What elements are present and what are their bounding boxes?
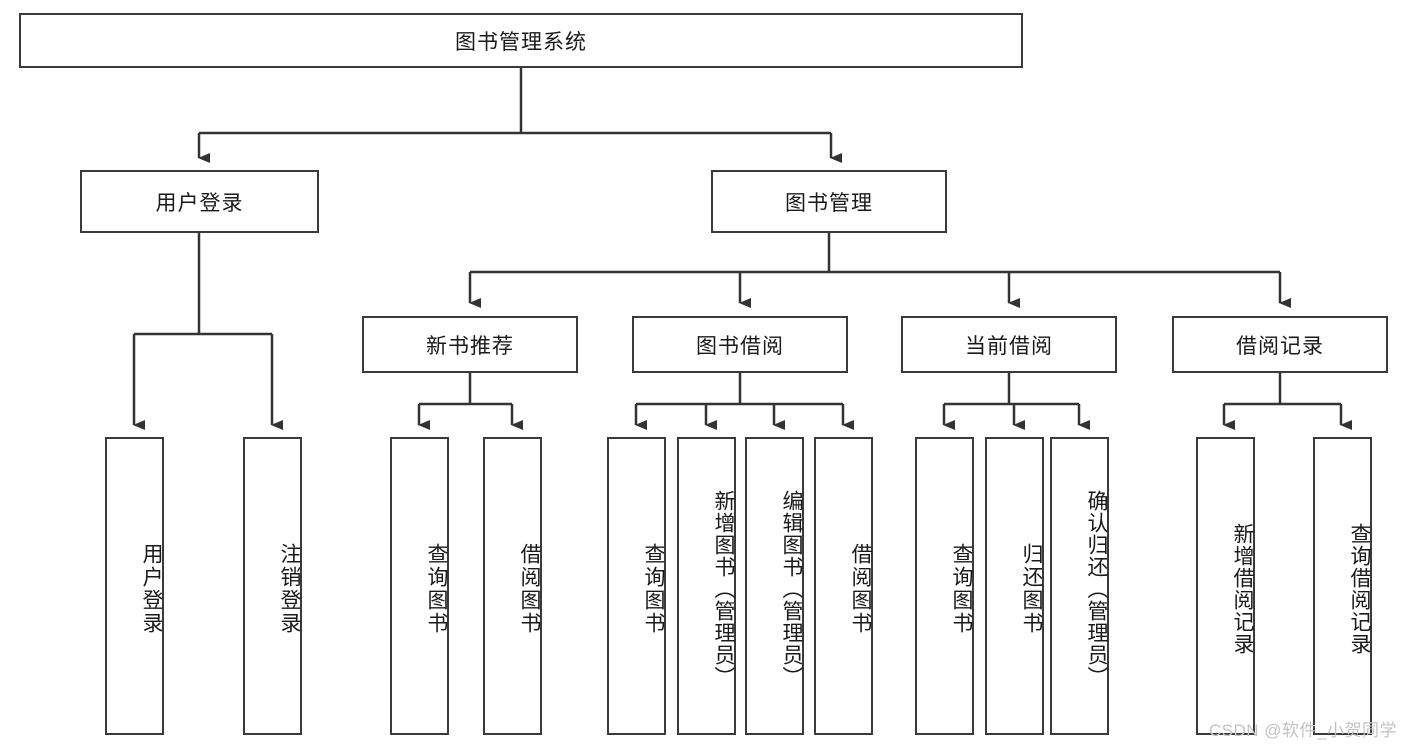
node-leaf-edit-book[interactable]: 编辑图书（管理员）	[745, 437, 804, 735]
node-leaf-query-book-2[interactable]: 查询图书	[607, 437, 666, 735]
node-root[interactable]: 图书管理系统	[19, 13, 1023, 68]
node-leaf-user-login-label: 用户登录	[140, 543, 163, 635]
node-leaf-edit-book-label: 编辑图书（管理员）	[780, 490, 803, 688]
node-leaf-user-login[interactable]: 用户登录	[105, 437, 164, 735]
node-leaf-confirm-return-label: 确认归还（管理员）	[1085, 490, 1108, 688]
node-current-borrow-label: 当前借阅	[965, 334, 1053, 358]
node-leaf-add-book-label: 新增图书（管理员）	[712, 490, 735, 688]
node-leaf-user-logout[interactable]: 注销登录	[243, 437, 302, 735]
node-book-management-label: 图书管理	[785, 191, 873, 215]
node-new-book-recommend-label: 新书推荐	[426, 334, 514, 358]
node-leaf-add-record[interactable]: 新增借阅记录	[1196, 437, 1255, 735]
node-leaf-borrow-book-1-label: 借阅图书	[518, 543, 541, 635]
node-user-login[interactable]: 用户登录	[80, 170, 319, 233]
node-new-book-recommend[interactable]: 新书推荐	[362, 316, 578, 373]
node-leaf-query-book-1[interactable]: 查询图书	[390, 437, 449, 735]
node-borrow-record-label: 借阅记录	[1236, 334, 1324, 358]
node-book-borrow-label: 图书借阅	[696, 334, 784, 358]
csdn-watermark: CSDN @软件_小贺同学	[1208, 721, 1397, 740]
node-user-login-label: 用户登录	[155, 191, 244, 215]
node-leaf-borrow-book-2-label: 借阅图书	[849, 543, 872, 635]
node-leaf-query-book-3[interactable]: 查询图书	[915, 437, 974, 735]
node-borrow-record[interactable]: 借阅记录	[1172, 316, 1388, 373]
node-leaf-return-book-label: 归还图书	[1020, 543, 1043, 635]
node-leaf-add-record-label: 新增借阅记录	[1231, 523, 1254, 655]
node-leaf-query-record[interactable]: 查询借阅记录	[1313, 437, 1372, 735]
node-leaf-add-book[interactable]: 新增图书（管理员）	[677, 437, 736, 735]
node-current-borrow[interactable]: 当前借阅	[901, 316, 1117, 373]
node-book-management[interactable]: 图书管理	[711, 170, 947, 233]
node-leaf-query-book-3-label: 查询图书	[950, 543, 973, 635]
node-leaf-query-record-label: 查询借阅记录	[1348, 523, 1371, 655]
node-leaf-query-book-1-label: 查询图书	[425, 543, 448, 635]
node-leaf-confirm-return[interactable]: 确认归还（管理员）	[1050, 437, 1109, 735]
node-leaf-return-book[interactable]: 归还图书	[985, 437, 1044, 735]
node-leaf-borrow-book-2[interactable]: 借阅图书	[814, 437, 873, 735]
node-book-borrow[interactable]: 图书借阅	[632, 316, 848, 373]
node-leaf-query-book-2-label: 查询图书	[642, 543, 665, 635]
node-leaf-user-logout-label: 注销登录	[278, 543, 301, 635]
node-leaf-borrow-book-1[interactable]: 借阅图书	[483, 437, 542, 735]
node-root-label: 图书管理系统	[455, 30, 587, 54]
